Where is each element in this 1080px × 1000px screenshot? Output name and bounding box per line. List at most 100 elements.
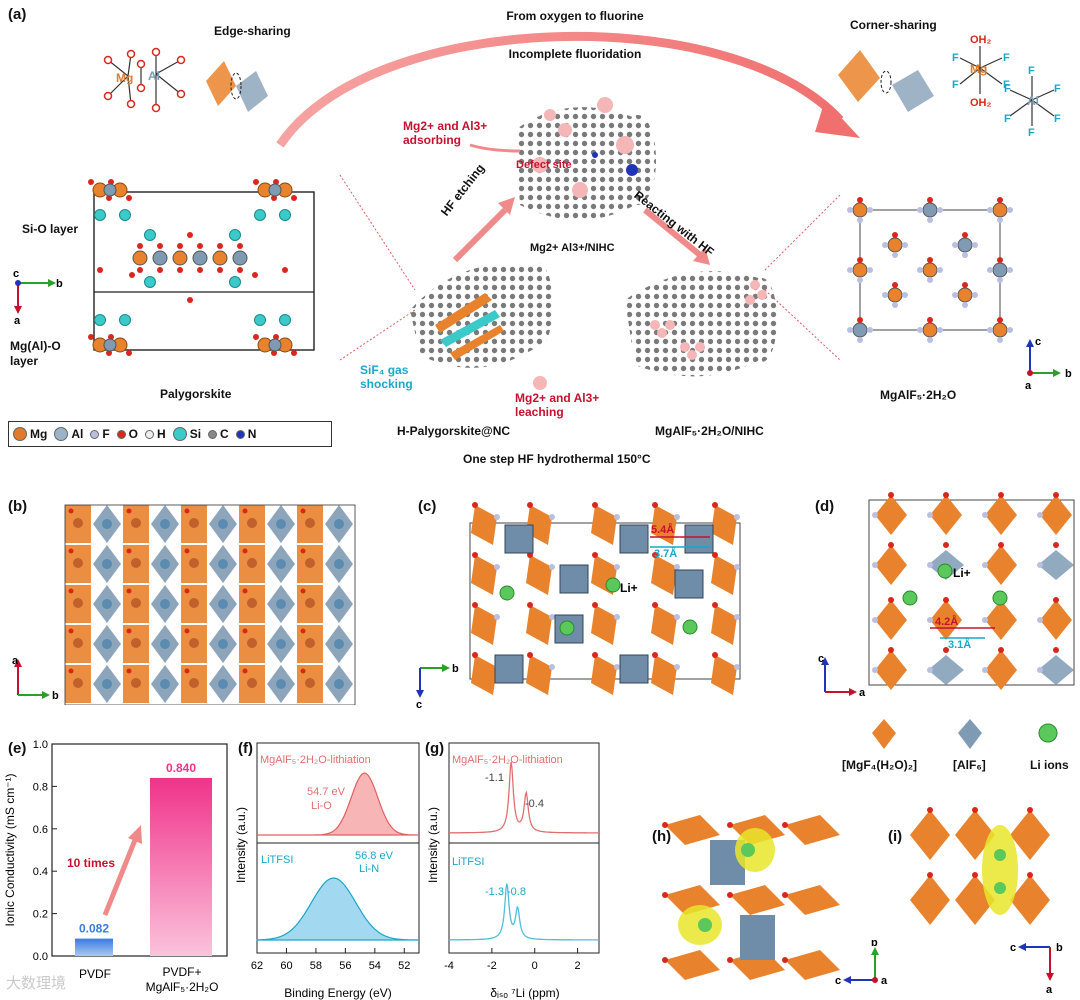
defect-site-label: Defect site [516, 159, 572, 171]
svg-text:F: F [952, 79, 959, 91]
svg-text:c: c [835, 975, 841, 987]
panel-i-letter: (i) [888, 828, 903, 845]
panel-a-letter: (a) [8, 6, 27, 23]
palygorskite-label: Palygorskite [160, 387, 232, 401]
panel-h-structure [662, 815, 840, 980]
panel-b-letter: (b) [8, 498, 28, 515]
bar-value-label: 0.840 [166, 761, 196, 775]
adsorbing-label: Mg2+ and Al3+adsorbing [403, 119, 488, 147]
svg-text:c: c [1035, 336, 1041, 348]
one-step-label: One step HF hydrothermal 150°C [463, 452, 651, 466]
h-palygorskite-label: H-Palygorskite@NC [397, 424, 511, 438]
oh2-top-label: OH₂ [970, 34, 992, 46]
panel-c-letter: (c) [418, 498, 437, 515]
svg-text:-1.3 -0.8: -1.3 -0.8 [485, 886, 526, 898]
svg-text:3.1Å: 3.1Å [948, 638, 971, 651]
y-tick-label: 0.6 [33, 824, 48, 836]
axis-indicator-d: c a [818, 653, 866, 699]
g-x-tick: -2 [487, 960, 497, 972]
palygorskite-structure [88, 179, 315, 356]
svg-text:54.7 eV: 54.7 eV [307, 786, 346, 798]
f-x-tick: 56 [339, 960, 351, 972]
top-title-1: From oxygen to fluorine [506, 9, 644, 23]
svg-text:a: a [12, 655, 19, 667]
g-xlabel: δᵢₛₒ ⁷Li (ppm) [490, 986, 559, 1000]
nanotube-schematics [410, 97, 777, 390]
y-axis-label: Ionic Conductivity (mS cm⁻¹) [3, 773, 17, 926]
svg-text:b: b [56, 278, 63, 290]
category-label-1: PVDF+MgAlF₅·2H₂O [146, 965, 219, 994]
svg-text:3.7Å: 3.7Å [654, 547, 677, 560]
axis-indicator-i: c b a [1010, 942, 1063, 995]
legend-item-al: Al [54, 427, 83, 441]
f-x-tick: 58 [310, 960, 322, 972]
g-top-title: MgAlF₅·2H₂O-lithiation [452, 754, 563, 766]
svg-text:c: c [1010, 942, 1016, 954]
mgalo-layer-label-2: layer [10, 354, 39, 368]
y-tick-label: 1.0 [33, 739, 48, 751]
svg-text:b: b [1065, 368, 1072, 380]
ten-times-label: 10 times [67, 856, 115, 870]
oh2-bottom-label: OH₂ [970, 97, 992, 109]
corner-sharing-octahedra [838, 50, 934, 112]
panel-f-letter: (f) [238, 740, 253, 757]
legend-item-c: C [208, 427, 229, 441]
leaching-label: Mg2+ and Al3+leaching [515, 391, 600, 419]
f-ylabel: Intensity (a.u.) [235, 807, 248, 883]
zoom-lines-left [339, 174, 416, 361]
bar-0 [75, 938, 113, 956]
mg-label: Mg [116, 71, 133, 85]
legend-item-mg: Mg [13, 427, 47, 441]
legend-item-h: H [145, 427, 166, 441]
zoom-lines-right [764, 194, 841, 361]
svg-text:b: b [452, 663, 459, 675]
svg-text:c: c [818, 653, 824, 665]
mgalf-nihc-tube [625, 271, 777, 377]
svg-text:F: F [1028, 65, 1035, 77]
panel-b-structure [64, 504, 356, 705]
svg-text:Li-O: Li-O [311, 800, 332, 812]
svg-text:Li-N: Li-N [359, 863, 379, 875]
panel-d-letter: (d) [815, 498, 835, 515]
svg-text:c: c [416, 699, 422, 710]
g-bottom-title: LiTFSI [452, 856, 484, 868]
al-label: Al [148, 69, 160, 83]
panel-c-structure: 5.4Å 3.7Å Li+ [469, 502, 741, 695]
svg-text:F: F [952, 52, 959, 64]
svg-text:4.2Å: 4.2Å [935, 615, 958, 628]
sio-layer-label: Si-O layer [22, 222, 79, 236]
svg-text:b: b [871, 940, 878, 949]
f-x-tick: 60 [280, 960, 292, 972]
svg-text:b: b [1056, 942, 1063, 954]
nihc-label: Mg2+ Al3+/NIHC [530, 242, 615, 254]
svg-text:Li+: Li+ [953, 566, 971, 580]
svg-text:a: a [859, 687, 866, 699]
svg-text:Li+: Li+ [620, 581, 638, 595]
f-xlabel: Binding Energy (eV) [284, 986, 391, 1000]
bar-1 [150, 777, 212, 956]
svg-text:F: F [1054, 83, 1061, 95]
transformation-arc-arrow [276, 32, 860, 148]
legend-mgf4: [MgF₄(H₂O)₂] [842, 758, 918, 772]
legend-item-si: Si [172, 427, 201, 441]
g-x-tick: -4 [444, 960, 454, 972]
legend-item-o: O [116, 427, 138, 441]
svg-text:F: F [1003, 79, 1010, 91]
axis-indicator-b: a b [12, 655, 59, 702]
svg-text:F: F [1003, 52, 1010, 64]
svg-text:56.8 eV: 56.8 eV [355, 850, 394, 862]
mgalf5-structure [847, 197, 1013, 343]
svg-text:-1.1: -1.1 [485, 772, 504, 784]
panel-d-legend-icons [872, 719, 1058, 749]
panel-g-letter: (g) [425, 740, 445, 757]
axis-indicator-a: c b a [13, 268, 63, 327]
g-x-tick: 2 [575, 960, 581, 972]
axis-indicator-a2: c b a [1025, 336, 1072, 392]
svg-text:F: F [1028, 127, 1035, 138]
